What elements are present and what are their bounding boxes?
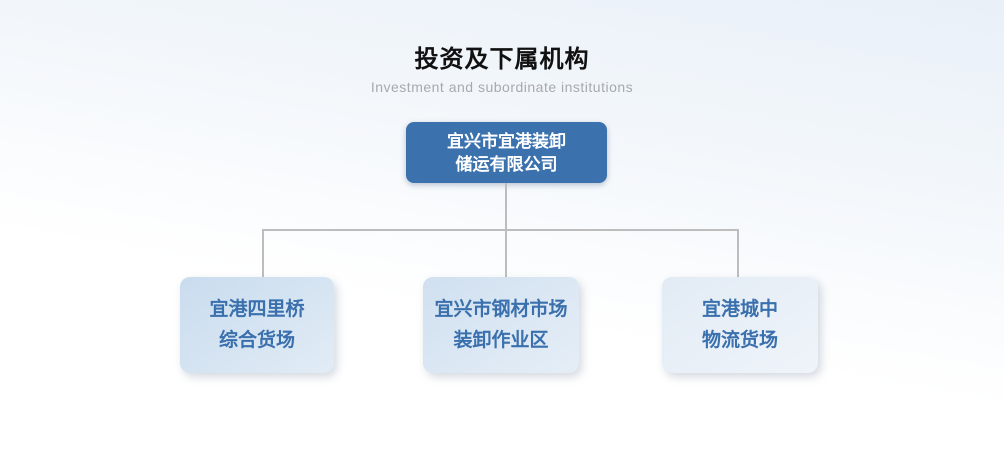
connector-drop-right (737, 229, 739, 277)
org-node-child-2-label-line2: 装卸作业区 (453, 330, 549, 351)
org-node-child-2-label-line1: 宜兴市钢材市场 (434, 299, 568, 320)
page-title: 投资及下属机构 (414, 46, 590, 73)
connector-stem (505, 183, 507, 230)
connector-crossbar (262, 229, 739, 231)
org-node-root-label-line2: 储运有限公司 (455, 154, 558, 174)
org-node-child-1-label-line1: 宜港四里桥 (209, 299, 305, 320)
org-node-child-3: 宜港城中 物流货场 (662, 277, 818, 373)
org-node-child-3-label-line1: 宜港城中 (701, 299, 778, 320)
org-node-child-1: 宜港四里桥 综合货场 (180, 277, 334, 373)
org-node-child-1-label-line2: 综合货场 (218, 330, 295, 351)
connector-drop-middle (505, 229, 507, 277)
connector-drop-left (262, 229, 264, 277)
page-subtitle: Investment and subordinate institutions (370, 79, 634, 95)
org-node-child-2: 宜兴市钢材市场 装卸作业区 (423, 277, 579, 373)
org-node-root-label-line1: 宜兴市宜港装卸 (447, 131, 566, 151)
org-node-root: 宜兴市宜港装卸 储运有限公司 (406, 122, 607, 183)
org-node-child-3-label-line2: 物流货场 (701, 330, 778, 351)
